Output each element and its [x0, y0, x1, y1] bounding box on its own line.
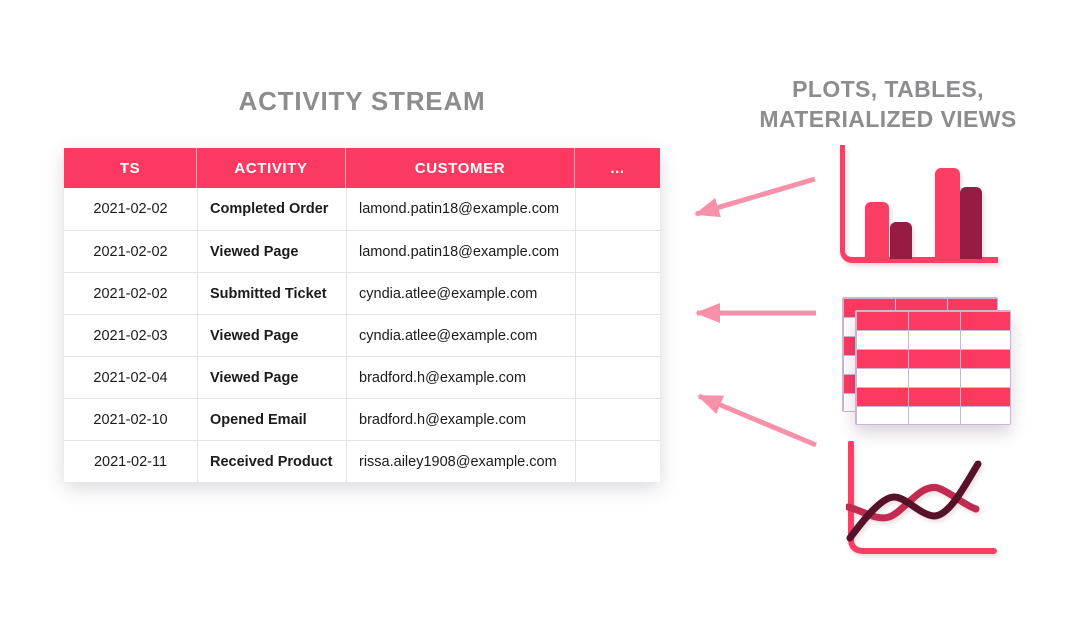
bar-chart-bar: [890, 222, 912, 259]
line-chart-axes: [848, 441, 997, 554]
right-title-line1: PLOTS, TABLES,: [792, 76, 984, 102]
cell-ts: 2021-02-02: [93, 285, 168, 302]
cell-activity: Opened Email: [197, 399, 346, 440]
cell-more: [575, 441, 660, 482]
cell-more: [575, 231, 660, 272]
cell-customer: cyndia.atlee@example.com: [346, 315, 575, 356]
column-header-ts: TS: [64, 148, 197, 188]
bar-chart-axes: [840, 145, 998, 263]
column-header-more: ...: [610, 159, 625, 177]
cell-customer: lamond.patin18@example.com: [346, 231, 575, 272]
table-row: 2021-02-02 Completed Order lamond.patin1…: [64, 188, 660, 230]
activity-stream-table: TS ACTIVITY CUSTOMER ... 2021-02-02 Comp…: [64, 148, 660, 482]
stacked-tables-icon: [855, 310, 1011, 425]
cell-activity: Submitted Ticket: [197, 273, 346, 314]
table-row: 2021-02-04 Viewed Page bradford.h@exampl…: [64, 356, 660, 398]
line-chart-icon: [846, 441, 997, 554]
table-row: 2021-02-11 Received Product rissa.ailey1…: [64, 440, 660, 482]
cell-customer: bradford.h@example.com: [346, 357, 575, 398]
table-header-row: TS ACTIVITY CUSTOMER ...: [64, 148, 660, 188]
cell-customer: cyndia.atlee@example.com: [346, 273, 575, 314]
cell-activity: Viewed Page: [197, 357, 346, 398]
arrow-from-bar-chart-icon: [694, 176, 816, 218]
cell-activity: Viewed Page: [197, 231, 346, 272]
bar-chart-bar: [960, 187, 982, 259]
plots-tables-views-title: PLOTS, TABLES, MATERIALIZED VIEWS: [720, 74, 1056, 134]
cell-more: [575, 188, 660, 230]
table-row: 2021-02-02 Viewed Page lamond.patin18@ex…: [64, 230, 660, 272]
table-row: 2021-02-02 Submitted Ticket cyndia.atlee…: [64, 272, 660, 314]
column-header-activity: ACTIVITY: [197, 148, 346, 188]
cell-customer: lamond.patin18@example.com: [346, 188, 575, 230]
bar-chart-bar: [865, 202, 889, 259]
cell-activity: Received Product: [197, 441, 346, 482]
cell-customer: rissa.ailey1908@example.com: [346, 441, 575, 482]
cell-ts: 2021-02-04: [93, 369, 168, 386]
cell-ts: 2021-02-11: [93, 453, 168, 470]
table-row: 2021-02-10 Opened Email bradford.h@examp…: [64, 398, 660, 440]
bar-chart-icon: [840, 145, 1000, 265]
cell-customer: bradford.h@example.com: [346, 399, 575, 440]
cell-activity: Viewed Page: [197, 315, 346, 356]
cell-ts: 2021-02-03: [93, 327, 168, 344]
cell-activity: Completed Order: [197, 188, 346, 230]
table-row: 2021-02-03 Viewed Page cyndia.atlee@exam…: [64, 314, 660, 356]
cell-ts: 2021-02-02: [93, 201, 168, 217]
cell-ts: 2021-02-10: [93, 411, 168, 428]
cell-more: [575, 357, 660, 398]
arrow-from-line-chart-icon: [697, 393, 817, 448]
bar-chart-bar: [935, 168, 960, 259]
line-chart-series-dark: [846, 460, 982, 542]
cell-more: [575, 315, 660, 356]
activity-stream-title: ACTIVITY STREAM: [238, 86, 486, 116]
cell-ts: 2021-02-02: [93, 243, 168, 260]
cell-more: [575, 399, 660, 440]
column-header-customer: CUSTOMER: [346, 148, 575, 188]
right-title-line2: MATERIALIZED VIEWS: [759, 106, 1017, 132]
cell-more: [575, 273, 660, 314]
